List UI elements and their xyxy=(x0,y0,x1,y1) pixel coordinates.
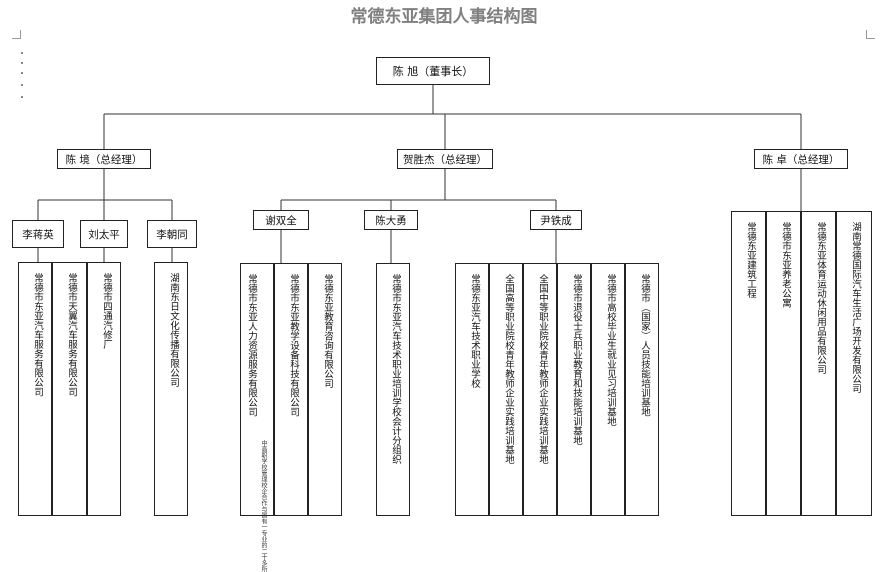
company-column: 常德东亚体育运动休闲用品有限公司 xyxy=(801,211,836,516)
manager-box-2: 刘太平 xyxy=(80,220,128,248)
page-title: 常德东亚集团人事结构图 xyxy=(350,7,538,27)
manager-box-3: 李朝同 xyxy=(147,220,197,248)
company-column: 常德市东亚养老公寓 xyxy=(766,211,801,516)
company-name: 常德市东亚教学设备科技有限公司 xyxy=(288,274,299,417)
company-name: 常德东亚建筑工程 xyxy=(745,222,756,298)
margin-mark-top-left xyxy=(12,30,21,39)
company-name: 常德市天翼汽车服务有限公司 xyxy=(66,273,77,397)
company-name: 常德市退役士兵职业教育和技能培训基地 xyxy=(571,274,582,445)
manager-label: 陈大勇 xyxy=(375,214,407,227)
executive-box-3: 陈 卓（总经理） xyxy=(754,149,848,169)
manager-label: 李蒋英 xyxy=(22,228,54,241)
manager-box-4: 谢双全 xyxy=(253,210,309,230)
company-column: 常德市东亚教学设备科技有限公司 xyxy=(274,263,308,516)
company-column: 全国高等职业院校青年教师企业实践培训基地 xyxy=(489,263,523,516)
manager-box-1: 李蒋英 xyxy=(12,220,64,248)
company-name: 湖南常德国际汽车生活广场开发有限公司 xyxy=(850,222,861,393)
company-name: 常德市高校毕业生就业见习培训基地 xyxy=(605,274,616,426)
company-column: 常德市东亚汽车技术职业培训学校会计分组织 xyxy=(376,263,410,516)
manager-label: 李朝同 xyxy=(156,228,188,241)
executive-label: 陈 境（总经理） xyxy=(65,153,143,166)
company-column: 全国中等职业院校青年教师企业实践培训基地 xyxy=(523,263,557,516)
company-name: 全国中等职业院校青年教师企业实践培训基地 xyxy=(537,274,548,464)
company-note: 中高职学校管理校企合作与国有一专业的二十多所 xyxy=(260,440,267,572)
manager-label: 刘太平 xyxy=(88,228,120,241)
company-name: 湖南东日文化传播有限公司 xyxy=(168,273,179,387)
company-name: 常德市四通汽修厂 xyxy=(101,273,112,349)
company-name: 常德市东亚养老公寓 xyxy=(780,222,791,308)
company-column: 常德市四通汽修厂 xyxy=(87,262,121,516)
company-column: 常德市（国家）人员技能培训基地 xyxy=(625,263,659,516)
company-name: 常德市（国家）人员技能培训基地 xyxy=(639,274,650,417)
company-column: 常德市退役士兵职业教育和技能培训基地 xyxy=(557,263,591,516)
company-name: 常德东亚体育运动休闲用品有限公司 xyxy=(815,222,826,374)
company-column: 湖南东日文化传播有限公司 xyxy=(154,262,188,516)
company-column: 常德市东亚汽车服务有限公司 xyxy=(18,262,52,516)
margin-dot xyxy=(21,84,23,86)
margin-dot xyxy=(21,62,23,64)
executive-label: 贺胜杰（总经理） xyxy=(403,153,487,166)
manager-label: 谢双全 xyxy=(265,214,297,227)
company-column: 常德市高校毕业生就业见习培训基地 xyxy=(591,263,625,516)
company-name: 常德市东亚人力资源服务有限公司 xyxy=(246,274,257,417)
company-column: 常德市东亚人力资源服务有限公司 中高职学校管理校企合作与国有一专业的二十多所 xyxy=(240,263,274,572)
company-column: 湖南常德国际汽车生活广场开发有限公司 xyxy=(836,211,872,516)
chairman-box: 陈 旭（董事长） xyxy=(376,57,490,85)
executive-box-1: 陈 境（总经理） xyxy=(57,149,151,169)
margin-dot xyxy=(21,52,23,54)
company-column: 常德东亚教育咨询有限公司 xyxy=(308,263,342,516)
manager-label: 尹铁成 xyxy=(540,214,572,227)
connector-lines xyxy=(37,85,802,263)
margin-dot xyxy=(21,96,23,98)
manager-box-6: 尹铁成 xyxy=(530,210,582,230)
manager-box-5: 陈大勇 xyxy=(364,210,418,230)
company-column: 常德东亚建筑工程 xyxy=(731,211,766,516)
margin-dot xyxy=(21,72,23,74)
company-column: 常德东亚汽车技术职业学校 xyxy=(455,263,489,516)
company-name: 常德东亚教育咨询有限公司 xyxy=(322,274,333,388)
executive-box-2: 贺胜杰（总经理） xyxy=(397,149,493,169)
executive-label: 陈 卓（总经理） xyxy=(762,153,840,166)
company-name: 常德市东亚汽车技术职业培训学校会计分组织 xyxy=(390,274,401,464)
chairman-label: 陈 旭（董事长） xyxy=(392,65,474,78)
company-name: 常德市东亚汽车服务有限公司 xyxy=(32,273,43,397)
company-name: 全国高等职业院校青年教师企业实践培训基地 xyxy=(503,274,514,464)
margin-mark-top-right xyxy=(866,30,875,39)
company-column: 常德市天翼汽车服务有限公司 xyxy=(52,262,87,516)
company-name: 常德东亚汽车技术职业学校 xyxy=(469,274,480,388)
